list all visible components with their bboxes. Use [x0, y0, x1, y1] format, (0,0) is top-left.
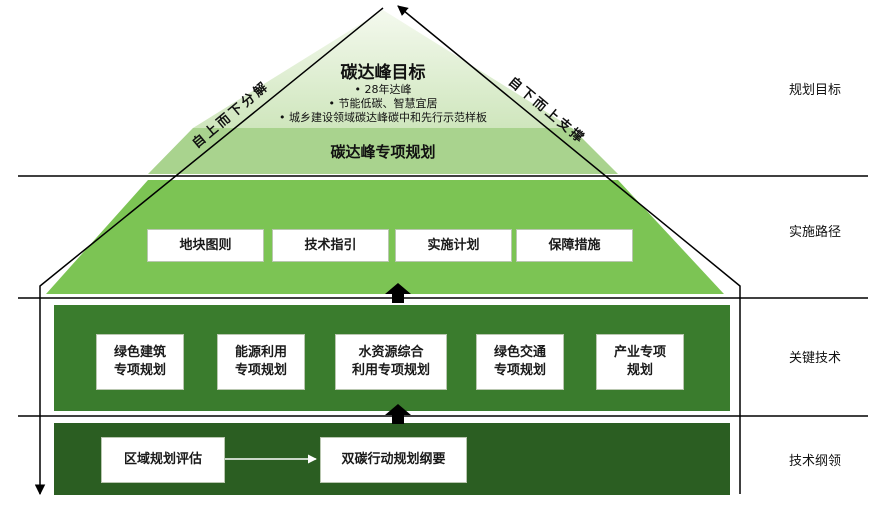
goal-bullet-text: 城乡建设领域碳达峰碳中和先行示范样板	[289, 111, 487, 124]
outline-dual-carbon-outline: 双碳行动规划纲要	[320, 437, 467, 483]
path-item-safeguards: 保障措施	[516, 229, 633, 262]
goal-bullet-text: 节能低碳、智慧宜居	[338, 97, 438, 110]
key-item-industry: 产业专项 规划	[596, 334, 684, 390]
path-item-implementation-plan: 实施计划	[395, 229, 512, 262]
goal-bullet: • 节能低碳、智慧宜居	[328, 97, 438, 110]
key-item-green-building: 绿色建筑 专项规划	[96, 334, 184, 390]
up-arrow-icon	[385, 283, 411, 303]
path-item-plot-rules: 地块图则	[147, 229, 264, 262]
level-label-implementation-path: 实施路径	[788, 225, 841, 240]
goal-bullet-text: 28年达峰	[364, 83, 412, 96]
level-label-tech-outline: 技术纲领	[788, 454, 841, 469]
goal-bullet: • 28年达峰	[354, 83, 412, 96]
level-label-planning-goal: 规划目标	[788, 83, 841, 98]
level-label-key-tech: 关键技术	[788, 351, 841, 366]
special-plan-band	[148, 128, 618, 174]
bottom-up-arrow	[397, 5, 741, 494]
special-plan-title: 碳达峰专项规划	[330, 143, 436, 161]
key-item-green-transport: 绿色交通 专项规划	[476, 334, 564, 390]
path-item-tech-guide: 技术指引	[272, 229, 389, 262]
goal-bullet: • 城乡建设领域碳达峰碳中和先行示范样板	[279, 111, 487, 124]
outline-regional-assessment: 区域规划评估	[101, 437, 225, 483]
top-down-arrow	[34, 7, 384, 496]
key-item-water: 水资源综合 利用专项规划	[335, 334, 447, 390]
key-item-energy: 能源利用 专项规划	[217, 334, 305, 390]
goal-triangle	[193, 10, 572, 128]
up-arrow-icon	[385, 404, 411, 424]
goal-title: 碳达峰目标	[340, 63, 426, 83]
